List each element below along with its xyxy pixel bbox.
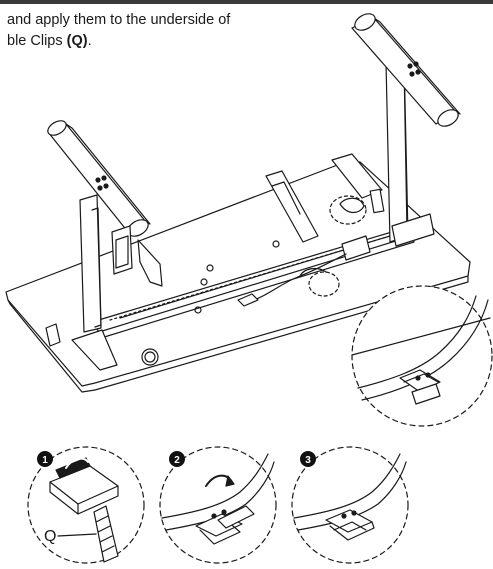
left-side-bracket [111, 225, 163, 287]
step-2-badge: 2 [169, 451, 185, 467]
left-leg-foot [47, 120, 151, 237]
screws [194, 240, 280, 314]
right-leg-foot [351, 13, 461, 127]
step-3-detail [291, 446, 409, 564]
left-leg-column [71, 194, 118, 371]
instruction-line-2-text: ble Clips [7, 33, 67, 49]
right-leg-column [385, 55, 435, 247]
highlight-circle-lower [308, 271, 340, 297]
step-3-badge: 3 [300, 451, 316, 467]
part-ref-q: (Q) [66, 33, 88, 49]
power-cable [237, 197, 365, 307]
step-2-detail [159, 446, 277, 564]
step-1-detail [27, 446, 145, 564]
instruction-text: and apply them to the underside of ble C… [7, 10, 337, 52]
instruction-line-1: and apply them to the underside of [7, 12, 231, 28]
header-rule [0, 0, 493, 4]
step-3-number: 3 [305, 455, 311, 466]
zoom-detail-cable-clip [351, 285, 493, 427]
end-clamp [45, 323, 61, 347]
step-1-number: 1 [42, 455, 48, 466]
step-1-badge: 1 [37, 451, 53, 467]
center-bracket [265, 170, 319, 243]
part-label-q: Q [44, 528, 56, 545]
highlight-circle-upper [329, 195, 367, 225]
instruction-line-2: ble Clips (Q). [7, 31, 337, 52]
instruction-period: . [87, 33, 92, 49]
step-2-number: 2 [174, 455, 180, 466]
